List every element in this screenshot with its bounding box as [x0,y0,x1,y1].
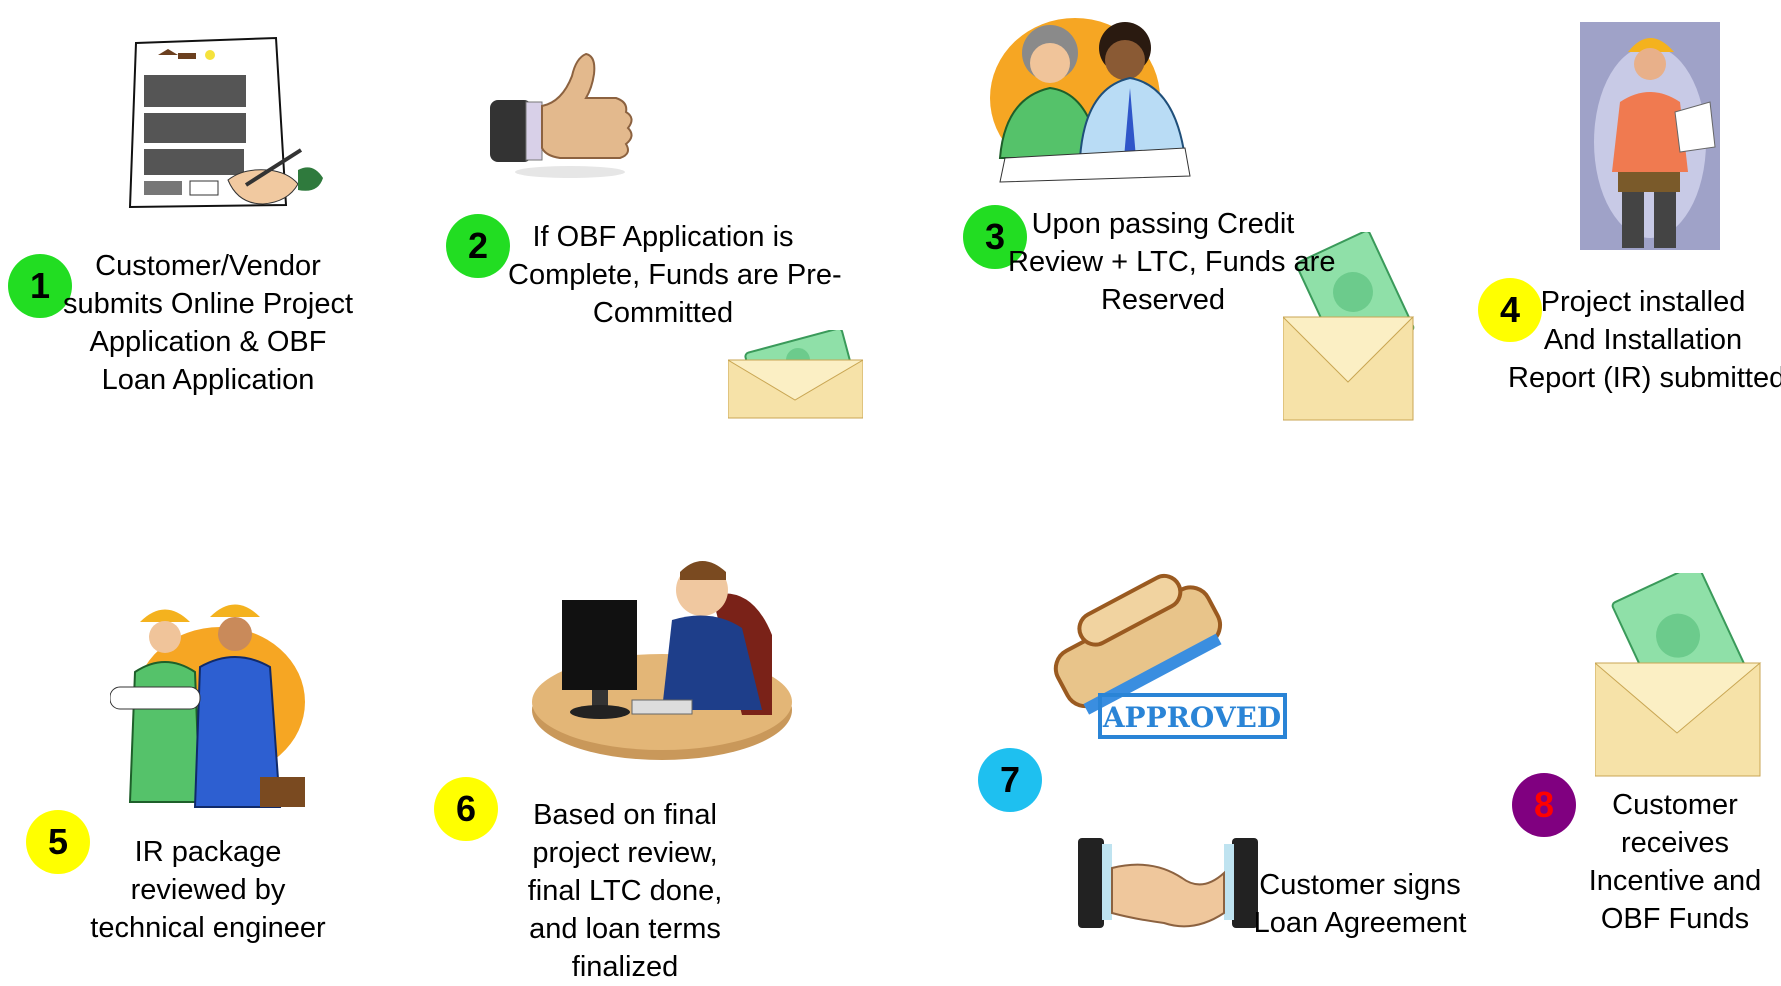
handshake-icon [1078,838,1258,928]
caption-line: Incentive and [1588,865,1762,897]
caption-line: Reserved [1100,284,1226,316]
caption-line: Committed [592,297,734,329]
computer-worker-icon [522,550,792,775]
caption-line: Report (IR) submitted [1508,362,1781,394]
caption-line: Project installed [1540,286,1746,318]
step-4-badge: 4 [1478,278,1542,342]
caption-line: final LTC done, [527,875,723,907]
caption-line: finalized [571,951,679,983]
caption-line: Application & OBF [89,326,327,358]
caption-line: project review, [532,837,718,869]
step-2-badge: 2 [446,214,510,278]
caption-line: Customer [1612,789,1738,821]
step-2-caption: If OBF Application is Complete, Funds ar… [508,218,842,332]
caption-line: Loan Application [101,364,315,396]
approved-stamp-text: APPROVED [1102,701,1281,734]
step-8-caption: Customer receives Incentive and OBF Fund… [1575,786,1775,938]
caption-line: And Installation [1543,324,1743,356]
step-3-badge: 3 [963,205,1027,269]
thumbs-up-icon [490,50,635,180]
signed-document-icon [118,35,328,210]
caption-line: Customer signs [1259,869,1461,901]
caption-line: receives [1621,827,1729,859]
step-1-badge: 1 [8,254,72,318]
caption-line: Upon passing Credit [1031,208,1295,240]
step-3-caption: Upon passing Credit Review + LTC, Funds … [1008,205,1336,319]
caption-line: OBF Funds [1600,903,1750,935]
step-5-badge: 5 [26,810,90,874]
caption-line: technical engineer [90,912,326,944]
meeting-people-icon [985,8,1203,186]
step-7-badge: 7 [978,748,1042,812]
step-6-badge: 6 [434,777,498,841]
step-8-badge: 8 [1512,773,1576,837]
caption-line: Based on final [533,799,717,831]
caption-line: Complete, Funds are Pre- [508,259,842,291]
money-envelope-icon [728,330,863,420]
money-envelope-icon [1595,573,1763,778]
caption-line: Review + LTC, Funds are [1008,246,1336,278]
step-4-caption: Project installed And Installation Repor… [1508,283,1781,397]
construction-worker-icon [1580,22,1720,250]
caption-line: submits Online Project [62,288,354,320]
caption-line: IR package [134,836,282,868]
step-6-caption: Based on final project review, final LTC… [520,796,730,986]
step-7-caption: Customer signs Loan Agreement [1250,866,1470,942]
step-1-caption: Customer/Vendor submits Online Project A… [58,247,358,399]
caption-line: Customer/Vendor [95,250,321,282]
caption-line: If OBF Application is [532,221,794,253]
approved-stamp-icon: APPROVED [1030,555,1290,745]
step-5-caption: IR package reviewed by technical enginee… [88,833,328,947]
engineers-icon [110,602,310,812]
caption-line: reviewed by [130,874,286,906]
money-envelope-icon [1283,232,1418,422]
caption-line: Loan Agreement [1253,907,1467,939]
caption-line: and loan terms [529,913,721,945]
